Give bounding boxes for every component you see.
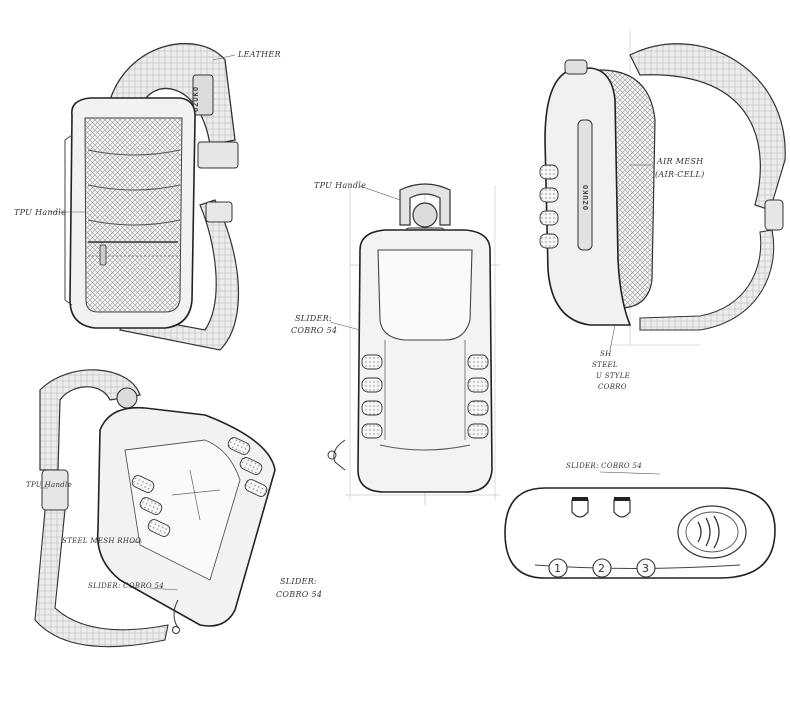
lock-digit-2: 2 (598, 562, 605, 575)
note-air-mesh-2: (AIR-CELL) (655, 170, 705, 179)
note-leather: LEATHER (238, 50, 281, 59)
note-slider-center-1: SLIDER: (295, 314, 333, 323)
note-slider-lower-right-2: COBRO 54 (276, 590, 323, 599)
note-air-mesh-1: AIR MESH (657, 157, 704, 166)
note-tpu-handle-lower: TPU Handle (26, 481, 73, 489)
lock-detail-diagram: 1 2 3 (504, 487, 776, 579)
brand-tag-side: OZUKO (582, 184, 590, 210)
note-steel-3: U STYLE (596, 372, 631, 380)
note-top-handle-center: TPU Handle (314, 181, 367, 190)
note-slider-lower-left: SLIDER: COBRO 54 (88, 582, 164, 590)
note-lock-label: SLIDER: COBRO 54 (566, 462, 642, 470)
lock-digit-1: 1 (554, 562, 561, 575)
note-mesh-lower: STEEL MESH RHOO (62, 537, 142, 545)
bag-angled-view (34, 369, 276, 648)
bag-side-view: OZUKO (539, 30, 786, 346)
bag-back-view: OZUKO (64, 42, 240, 351)
note-slider-center-2: COBRO 54 (291, 326, 338, 335)
note-steel-4: COBRO (598, 383, 627, 391)
brand-tag-top-left: OZUKO (192, 86, 200, 112)
note-top-handle-left: TPU Handle (14, 208, 67, 217)
note-slider-lower-right-1: SLIDER: (280, 577, 318, 586)
bag-front-view (327, 183, 500, 505)
note-steel-2: STEEL (592, 361, 618, 369)
note-steel-1: SH (600, 350, 612, 358)
lock-digit-3: 3 (642, 562, 649, 575)
